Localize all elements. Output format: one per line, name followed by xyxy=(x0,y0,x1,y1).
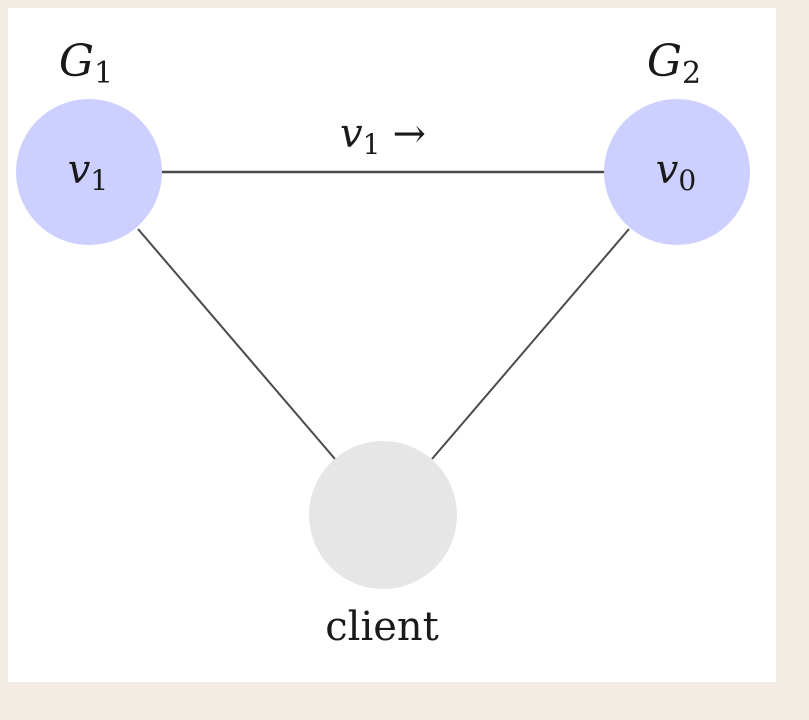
node-var-v0: v0 xyxy=(656,147,696,197)
node-client xyxy=(309,441,457,589)
right-arrow-icon: → xyxy=(392,111,426,157)
node-var-v1: v1 xyxy=(68,147,108,197)
edge-label: v1→ xyxy=(340,111,426,161)
edge-g1-client xyxy=(137,228,336,460)
node-g2 xyxy=(604,99,750,245)
group-label-g1: G1 xyxy=(59,36,113,91)
client-label: client xyxy=(325,604,439,650)
edge-g2-client xyxy=(431,228,630,460)
node-g1 xyxy=(16,99,162,245)
group-label-g2: G2 xyxy=(647,36,701,91)
